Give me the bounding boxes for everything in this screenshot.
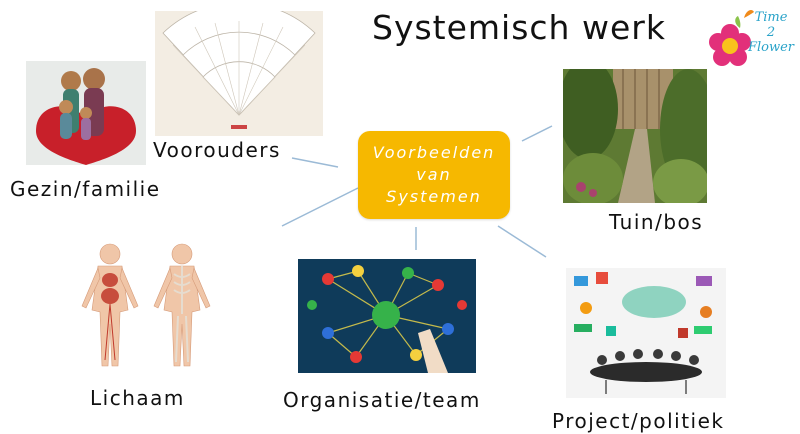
logo-line-2: 2 — [766, 25, 776, 40]
center-node: Voorbeelden van Systemen — [358, 131, 510, 219]
connector-tuin — [521, 125, 553, 142]
center-line-3: Systemen — [386, 187, 482, 206]
label-voorouders: Voorouders — [153, 138, 281, 162]
family-dolls-image — [26, 61, 146, 165]
center-line-2: van — [416, 165, 452, 184]
center-line-1: Voorbeelden — [372, 143, 496, 162]
logo-text: Time 2 Flower — [744, 10, 798, 55]
time2flower-logo: Time 2 Flower — [704, 4, 798, 74]
label-lichaam: Lichaam — [90, 386, 185, 410]
logo-line-1: Time — [754, 10, 788, 25]
garden-image — [563, 69, 707, 203]
label-gezin-familie: Gezin/familie — [10, 177, 161, 201]
label-tuin-bos: Tuin/bos — [609, 210, 704, 234]
project-meeting-image — [566, 268, 726, 398]
label-project-politiek: Project/politiek — [552, 409, 725, 433]
family-tree-image — [155, 11, 323, 136]
connector-voorouders — [291, 157, 339, 168]
anatomy-image — [70, 240, 222, 370]
connector-gezin — [281, 187, 359, 227]
label-organisatie-team: Organisatie/team — [283, 388, 481, 412]
logo-line-3: Flower — [747, 40, 795, 55]
connector-project — [497, 225, 547, 258]
network-image — [298, 259, 476, 373]
flower-icon — [709, 10, 754, 66]
slide-title: Systemisch werk — [372, 8, 666, 47]
